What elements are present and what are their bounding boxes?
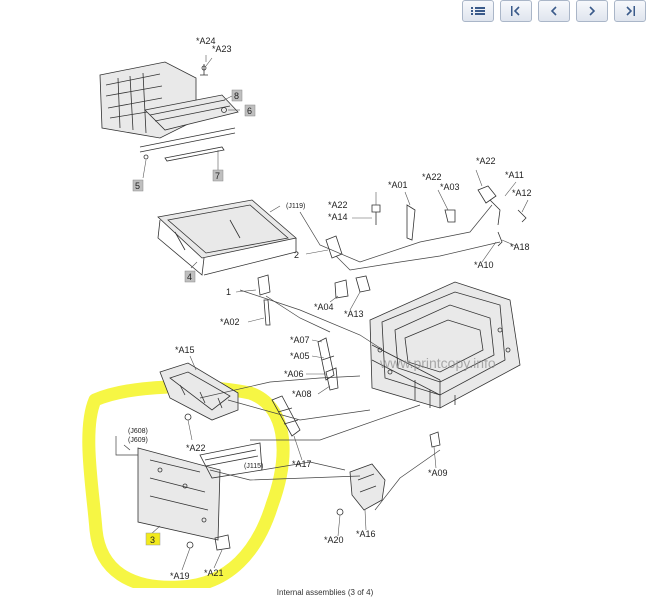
label-a20: *A20 [324, 535, 344, 545]
label-a13: *A13 [344, 309, 364, 319]
first-page-button[interactable] [500, 0, 532, 22]
tag-7 [212, 169, 224, 182]
callout-labels: *A24 *A23 8 6 5 7 (J119) 4 *A22 *A14 *A0… [128, 36, 532, 581]
label-a04: *A04 [314, 302, 334, 312]
label-a07: *A07 [290, 335, 310, 345]
tag-6 [244, 104, 256, 117]
label-j609: (J609) [128, 437, 148, 444]
label-3: 3 [150, 535, 155, 545]
label-a22-mid: *A22 [422, 172, 442, 182]
label-a10: *A10 [474, 260, 494, 270]
label-a06: *A06 [284, 369, 304, 379]
tag-3 [145, 532, 161, 546]
label-a11: *A11 [505, 170, 524, 180]
watermark: www.printcopy.info [379, 355, 496, 371]
chevron-left-icon [550, 6, 557, 16]
main-chassis [369, 281, 521, 409]
label-a16: *A16 [356, 529, 376, 539]
label-a24: *A24 [196, 36, 216, 46]
upper-assembly [99, 55, 240, 179]
label-a22-right: *A22 [476, 156, 496, 166]
exploded-diagram: www.printcopy.info *A24 *A23 8 6 5 7 (J1… [82, 36, 532, 588]
list-icon [471, 7, 485, 15]
list-button[interactable] [462, 0, 494, 22]
label-a19: *A19 [170, 571, 190, 581]
tag-4 [184, 270, 196, 283]
label-a05: *A05 [290, 351, 310, 361]
last-page-button[interactable] [614, 0, 646, 22]
label-a12: *A12 [512, 188, 532, 198]
label-a23: *A23 [212, 44, 232, 54]
label-j608: (J608) [128, 428, 148, 435]
prev-page-button[interactable] [538, 0, 570, 22]
label-8: 8 [234, 91, 239, 101]
label-2: 2 [294, 250, 299, 260]
label-6: 6 [247, 106, 252, 116]
label-a01: *A01 [388, 180, 408, 190]
last-page-icon [626, 6, 635, 16]
label-a15: *A15 [175, 345, 195, 355]
label-a14: *A14 [328, 212, 348, 222]
bracket-a15 [159, 362, 239, 421]
belt-frame [157, 199, 297, 276]
first-page-icon [511, 6, 520, 16]
tag-8 [231, 89, 243, 102]
label-a22-lower: *A22 [186, 443, 206, 453]
label-4: 4 [187, 272, 192, 282]
small-parts [184, 185, 527, 516]
label-1: 1 [226, 287, 231, 297]
label-a08: *A08 [292, 389, 312, 399]
chevron-right-icon [589, 6, 596, 16]
circuit-board [137, 442, 263, 551]
label-j115: (J115) [244, 463, 263, 470]
figure-caption: Internal assemblies (3 of 4) [276, 588, 374, 597]
label-a17: *A17 [292, 459, 312, 469]
label-7: 7 [215, 171, 220, 181]
label-5: 5 [135, 181, 140, 191]
connection-lines [115, 169, 529, 571]
tag-5 [132, 179, 144, 192]
next-page-button[interactable] [576, 0, 608, 22]
label-a02: *A02 [220, 317, 240, 327]
label-a09: *A09 [428, 468, 448, 478]
label-a22-top: *A22 [328, 200, 348, 210]
label-j119: (J119) [286, 203, 305, 210]
label-a18: *A18 [510, 242, 530, 252]
label-a21: *A21 [204, 568, 224, 578]
label-a03: *A03 [440, 182, 460, 192]
bracket-a17 [271, 395, 301, 437]
page-toolbar [462, 0, 646, 26]
